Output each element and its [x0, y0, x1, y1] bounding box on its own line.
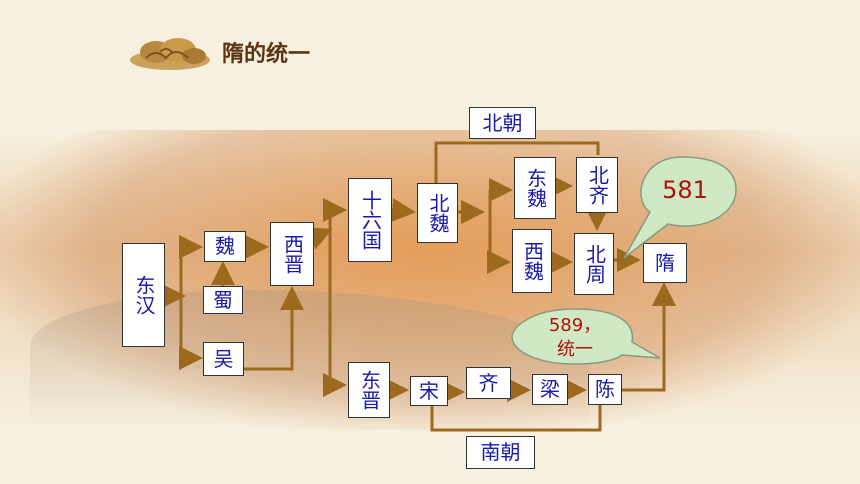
node-shiliuguo: 十六国: [348, 178, 392, 262]
node-beiqi: 北齐: [576, 157, 618, 213]
node-chen: 陈: [588, 374, 622, 405]
node-shu: 蜀: [203, 286, 243, 314]
label-nanchao: 南朝: [466, 436, 535, 469]
cloud-ornament-icon: [130, 38, 210, 70]
node-dongjin: 东晋: [348, 362, 390, 418]
callout-589-tongyi: 统一: [557, 339, 593, 360]
node-dongwei: 东魏: [514, 157, 556, 219]
label-beichao: 北朝: [469, 107, 536, 139]
node-liang: 梁: [532, 374, 568, 405]
callout-581-text: 581: [662, 176, 708, 204]
node-donghan: 东汉: [122, 243, 165, 347]
node-qi: 齐: [466, 367, 511, 399]
node-song: 宋: [410, 376, 448, 406]
node-beiwei: 北魏: [417, 183, 458, 243]
node-xijin: 西晋: [270, 222, 314, 286]
node-xiwei: 西魏: [512, 229, 552, 293]
callout-589-year: 589，: [548, 315, 602, 336]
node-wu: 吴: [203, 342, 244, 376]
node-wei: 魏: [204, 231, 246, 262]
page-title: 隋的统一: [222, 42, 311, 67]
node-beizhou: 北周: [574, 233, 614, 295]
node-sui: 隋: [643, 243, 687, 283]
